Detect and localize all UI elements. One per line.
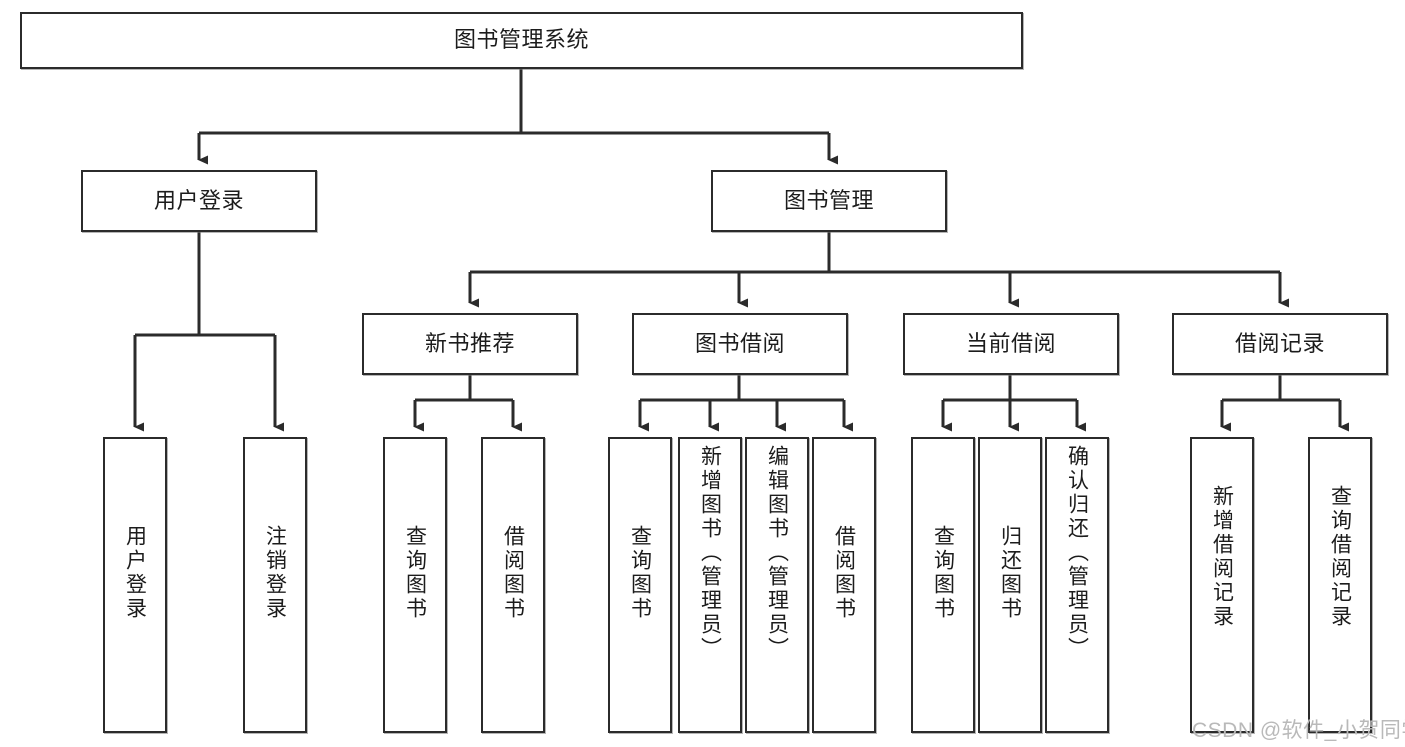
- leaf-add-record[interactable]: 新增借阅记录: [1190, 437, 1254, 733]
- node-borrow-record-label: 借阅记录: [1234, 330, 1325, 356]
- leaf-borrow-book-2[interactable]: 借阅图书: [812, 437, 876, 733]
- node-book-management-label: 图书管理: [783, 187, 874, 213]
- leaf-logout-login-label: 注销登录: [263, 525, 287, 621]
- leaf-borrow-book-1[interactable]: 借阅图书: [481, 437, 545, 733]
- leaf-add-record-label: 新增借阅记录: [1210, 485, 1234, 629]
- leaf-query-book-2[interactable]: 查询图书: [608, 437, 672, 733]
- watermark-text: CSDN @软件_小贺同学: [1192, 719, 1405, 742]
- node-book-borrow-label: 图书借阅: [694, 330, 785, 356]
- leaf-edit-book-label: 编辑图书（管理员）: [765, 445, 789, 661]
- node-root-title-label: 图书管理系统: [453, 27, 589, 53]
- leaf-logout-login[interactable]: 注销登录: [243, 437, 307, 733]
- node-new-book-recommend-label: 新书推荐: [424, 330, 515, 356]
- node-book-management[interactable]: 图书管理: [711, 170, 947, 232]
- node-current-borrow-label: 当前借阅: [965, 330, 1056, 356]
- leaf-confirm-return-label: 确认归还（管理员）: [1065, 445, 1089, 661]
- leaf-user-login-label: 用户登录: [123, 525, 147, 621]
- node-user-login[interactable]: 用户登录: [81, 170, 317, 232]
- leaf-add-book-label: 新增图书（管理员）: [698, 445, 722, 661]
- leaf-query-book-1-label: 查询图书: [403, 525, 427, 621]
- leaf-return-book[interactable]: 归还图书: [978, 437, 1042, 733]
- leaf-confirm-return[interactable]: 确认归还（管理员）: [1045, 437, 1109, 733]
- leaf-query-record[interactable]: 查询借阅记录: [1308, 437, 1372, 733]
- leaf-query-book-3-label: 查询图书: [931, 525, 955, 621]
- node-current-borrow[interactable]: 当前借阅: [903, 313, 1119, 375]
- leaf-query-book-1[interactable]: 查询图书: [383, 437, 447, 733]
- leaf-borrow-book-2-label: 借阅图书: [832, 525, 856, 621]
- leaf-borrow-book-1-label: 借阅图书: [501, 525, 525, 621]
- leaf-return-book-label: 归还图书: [998, 525, 1022, 621]
- node-root-title[interactable]: 图书管理系统: [20, 12, 1023, 69]
- leaf-query-book-3[interactable]: 查询图书: [911, 437, 975, 733]
- leaf-query-book-2-label: 查询图书: [628, 525, 652, 621]
- leaf-query-record-label: 查询借阅记录: [1328, 485, 1352, 629]
- node-user-login-label: 用户登录: [153, 187, 244, 213]
- leaf-user-login[interactable]: 用户登录: [103, 437, 167, 733]
- leaf-add-book[interactable]: 新增图书（管理员）: [678, 437, 742, 733]
- node-borrow-record[interactable]: 借阅记录: [1172, 313, 1388, 375]
- node-book-borrow[interactable]: 图书借阅: [632, 313, 848, 375]
- leaf-edit-book[interactable]: 编辑图书（管理员）: [745, 437, 809, 733]
- node-new-book-recommend[interactable]: 新书推荐: [362, 313, 578, 375]
